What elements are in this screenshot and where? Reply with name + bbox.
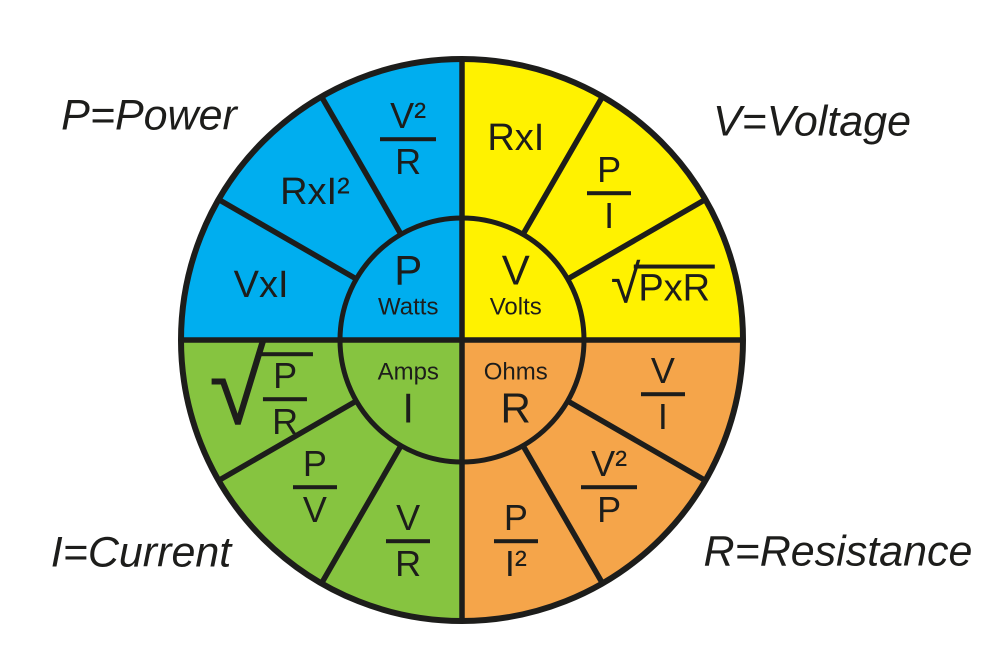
sector-divider-line <box>520 444 605 585</box>
formula-power-2: RxI² <box>280 170 350 213</box>
inner-circle-outline <box>337 215 587 465</box>
formula-voltage-1: RxI <box>487 117 545 160</box>
sector-divider-line <box>217 197 358 282</box>
quadrant-wedge-power <box>181 59 462 340</box>
formula-power-3: VxI <box>233 264 289 307</box>
quadrant-wedge-current <box>181 340 462 621</box>
corner-label-resistance: R=Resistance <box>703 527 973 576</box>
quadrant-wedge-voltage <box>462 59 743 340</box>
sector-divider-line <box>520 95 605 236</box>
sector-divider-line <box>566 197 707 282</box>
corner-label-power: P=Power <box>61 91 237 140</box>
sector-divider-line <box>566 398 707 483</box>
sector-divider-line <box>319 95 404 236</box>
sector-divider-line <box>319 444 404 585</box>
corner-label-voltage: V=Voltage <box>712 97 912 146</box>
corner-label-current: I=Current <box>50 528 232 577</box>
quadrant-wedge-resistance <box>462 340 743 621</box>
formula-voltage-3: √PxR <box>611 258 716 312</box>
sector-divider-line <box>217 398 358 483</box>
outer-circle-outline <box>178 56 746 624</box>
